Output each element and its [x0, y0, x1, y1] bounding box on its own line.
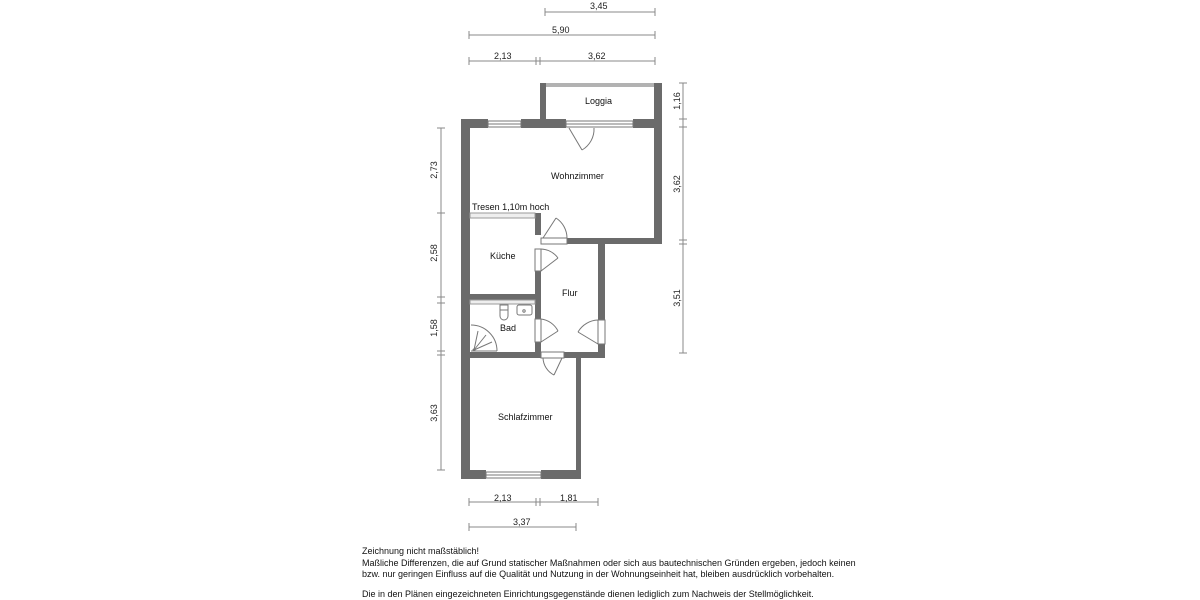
dim-left-1: 2,73 — [428, 161, 439, 179]
bath-fixtures — [470, 304, 533, 352]
dimension-lines-bottom — [468, 498, 599, 531]
room-label-kueche: Küche — [490, 251, 516, 261]
tresen-label: Tresen 1,10m hoch — [472, 202, 550, 212]
dimension-lines-left — [437, 127, 445, 471]
note-line-1: Zeichnung nicht maßstäblich! — [362, 546, 480, 556]
room-label-loggia: Loggia — [585, 96, 613, 106]
dim-right-1: 1,16 — [671, 92, 682, 110]
dim-left-3: 1,58 — [428, 319, 439, 337]
dim-left-4: 3,63 — [428, 404, 439, 422]
loggia-railing — [546, 83, 654, 87]
dim-top-left: 2,13 — [494, 51, 512, 61]
room-label-wohnzimmer: Wohnzimmer — [551, 171, 604, 181]
dim-right-2: 3,62 — [671, 175, 682, 193]
dim-bottom-left: 2,13 — [494, 493, 512, 503]
disclaimer-notes: Zeichnung nicht maßstäblich! Maßliche Di… — [362, 546, 862, 600]
note-line-3: bzw. nur geringen Einfluss auf die Quali… — [362, 569, 835, 579]
dimension-lines-top — [468, 8, 656, 65]
note-line-2: Maßliche Differenzen, die auf Grund stat… — [362, 557, 856, 568]
walls — [461, 83, 662, 479]
dimension-lines-right — [679, 82, 687, 354]
windows — [485, 120, 634, 479]
tresen-counter — [469, 212, 536, 305]
dim-top-total: 5,90 — [552, 25, 570, 35]
dim-right-3: 3,51 — [671, 289, 682, 307]
note-line-4: Die in den Plänen eingezeichneten Einric… — [362, 588, 814, 599]
room-label-bad: Bad — [500, 323, 517, 333]
dim-bottom-right: 1,81 — [560, 493, 578, 503]
dim-left-2: 2,58 — [428, 244, 439, 262]
dim-top-loggia: 3,45 — [590, 1, 608, 11]
room-label-flur: Flur — [562, 288, 578, 298]
doors — [534, 127, 606, 376]
dim-bottom-total: 3,37 — [513, 517, 531, 527]
dim-top-right: 3,62 — [588, 51, 606, 61]
room-label-schlafzimmer: Schlafzimmer — [498, 412, 553, 422]
